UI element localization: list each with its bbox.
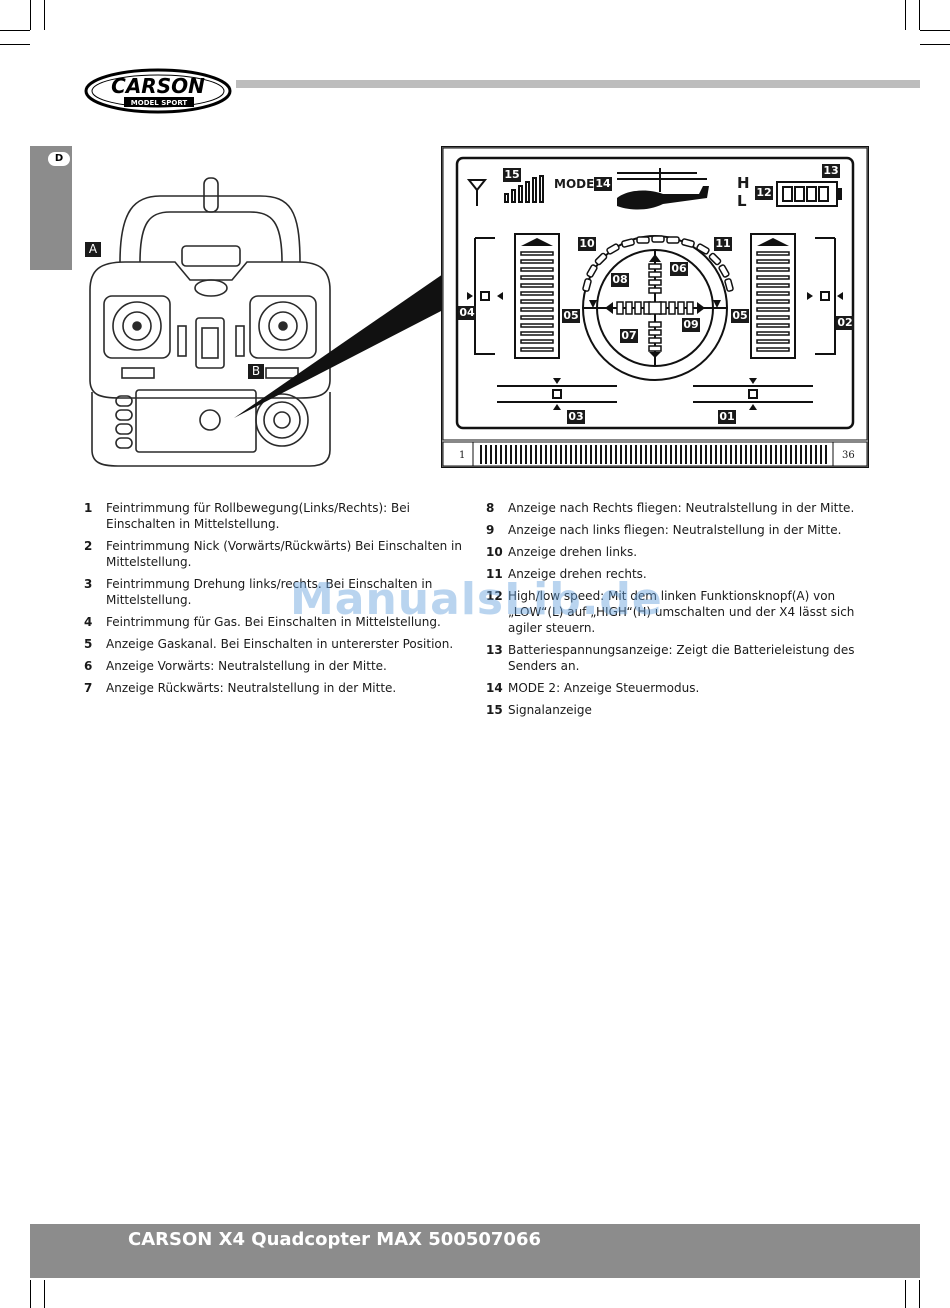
transmitter-illustration (89, 177, 443, 467)
list-item: 6 Anzeige Vorwärts: Neutralstellung in de… (84, 658, 472, 674)
list-item: 9 Anzeige nach links fliegen: Neutralstel… (486, 522, 876, 538)
list-item: 8 Anzeige nach Rechts fliegen: Neutralste… (486, 500, 876, 516)
item-text: Anzeige Gaskanal. Bei Einschalten in unt… (106, 637, 454, 651)
item-number: 14 (486, 681, 503, 695)
item-number: 6 (84, 659, 93, 673)
lcd-high-label: H (737, 174, 750, 192)
logo-brand-text: CARSON (111, 74, 205, 98)
item-number: 5 (84, 637, 93, 651)
item-text: High/low speed: Mit dem linken Funktions… (508, 589, 855, 635)
footer-bar: CARSON X4 Quadcopter MAX 500507066 (30, 1224, 920, 1278)
item-text: Anzeige drehen rechts. (508, 567, 647, 581)
scale-label-start: 1 (459, 450, 466, 461)
item-text: Feintrimmung Nick (Vorwärts/Rückwärts) B… (106, 539, 462, 569)
header-rule (236, 80, 920, 88)
list-item: 2 Feintrimmung Nick (Vorwärts/Rückwärts) … (84, 538, 472, 570)
item-text: Anzeige nach Rechts fliegen: Neutralstel… (508, 501, 855, 515)
lcd-tag-07: 07 (620, 329, 638, 343)
item-text: Anzeige drehen links. (508, 545, 638, 559)
item-text: Anzeige nach links fliegen: Neutralstell… (508, 523, 842, 537)
label-b: B (248, 364, 264, 379)
list-item: 15 Signalanzeige (486, 702, 876, 718)
lcd-tag-03: 03 (567, 410, 585, 424)
list-item: 12 High/low speed: Mit dem linken Funktio… (486, 588, 876, 636)
lcd-tag-05-right: 05 (731, 309, 749, 323)
legend-list-left: 1 Feintrimmung für Rollbewegung(Links/Rec… (84, 500, 472, 702)
item-number: 8 (486, 501, 495, 515)
lcd-mode-text: MODE1 (554, 177, 603, 191)
list-item: 13 Batteriespannungsanzeige: Zeigt die Ba… (486, 642, 876, 674)
crop-mark (905, 0, 906, 30)
lcd-tag-11: 11 (714, 237, 732, 251)
lcd-drawing (440, 145, 870, 469)
item-text: Anzeige Vorwärts: Neutralstellung in der… (106, 659, 387, 673)
crop-mark (920, 44, 950, 45)
item-number: 11 (486, 567, 503, 581)
list-item: 3 Feintrimmung Drehung links/rechts. Bei … (84, 576, 472, 608)
item-text: Feintrimmung Drehung links/rechts. Bei E… (106, 577, 433, 607)
item-number: 1 (84, 501, 93, 515)
lcd-tag-05-left: 05 (562, 309, 580, 323)
item-text: Feintrimmung für Rollbewegung(Links/Rech… (106, 501, 410, 531)
list-item: 10 Anzeige drehen links. (486, 544, 876, 560)
crop-mark (0, 44, 30, 45)
language-side-tab: D (30, 146, 72, 270)
lcd-tag-15: 15 (503, 168, 521, 182)
item-number: 7 (84, 681, 93, 695)
lcd-tag-08: 08 (611, 273, 629, 287)
crop-mark (30, 1280, 31, 1308)
lcd-tag-02: 02 (836, 316, 854, 330)
list-item: 5 Anzeige Gaskanal. Bei Einschalten in un… (84, 636, 472, 652)
list-item: 4 Feintrimmung für Gas. Bei Einschalten i… (84, 614, 472, 630)
list-item: 11 Anzeige drehen rechts. (486, 566, 876, 582)
item-number: 13 (486, 643, 503, 657)
carson-logo: CARSON MODEL SPORT (84, 68, 232, 114)
lcd-tag-10: 10 (578, 237, 596, 251)
item-number: 2 (84, 539, 93, 553)
list-item: 7 Anzeige Rückwärts: Neutralstellung in d… (84, 680, 472, 696)
item-text: Feintrimmung für Gas. Bei Einschalten in… (106, 615, 441, 629)
list-item: 1 Feintrimmung für Rollbewegung(Links/Rec… (84, 500, 472, 532)
lcd-tag-14: 14 (594, 177, 612, 191)
lcd-display-diagram: MODE1 H L 15 14 13 12 10 11 08 06 04 05 … (440, 145, 870, 469)
lcd-tag-09: 09 (682, 318, 700, 332)
label-a: A (85, 242, 101, 257)
lcd-tag-12: 12 (755, 186, 773, 200)
logo-subname-text: MODEL SPORT (131, 99, 188, 107)
item-number: 9 (486, 523, 495, 537)
list-item: 14 MODE 2: Anzeige Steuermodus. (486, 680, 876, 696)
item-text: MODE 2: Anzeige Steuermodus. (508, 681, 700, 695)
lcd-tag-06: 06 (670, 262, 688, 276)
scale-label-end: 36 (842, 450, 855, 461)
footer-title: CARSON X4 Quadcopter MAX 500507066 (128, 1229, 541, 1250)
legend-list-right: 8 Anzeige nach Rechts fliegen: Neutralste… (486, 500, 876, 724)
lcd-tag-13: 13 (822, 164, 840, 178)
crop-mark (905, 1280, 906, 1308)
item-number: 10 (486, 545, 503, 559)
language-badge: D (48, 152, 70, 166)
lcd-tag-01: 01 (718, 410, 736, 424)
item-text: Batteriespannungsanzeige: Zeigt die Batt… (508, 643, 855, 673)
item-number: 12 (486, 589, 503, 603)
item-text: Signalanzeige (508, 703, 592, 717)
watermark: ManualsLib.de (290, 574, 663, 625)
crop-mark (44, 1280, 45, 1308)
item-number: 3 (84, 577, 93, 591)
item-number: 15 (486, 703, 503, 717)
crop-mark (920, 30, 950, 31)
crop-mark (30, 0, 31, 30)
crop-mark (919, 1280, 920, 1308)
lcd-tag-04: 04 (458, 306, 476, 320)
crop-mark (44, 0, 45, 30)
lcd-low-label: L (737, 192, 747, 210)
item-number: 4 (84, 615, 93, 629)
item-text: Anzeige Rückwärts: Neutralstellung in de… (106, 681, 397, 695)
crop-mark (919, 0, 920, 30)
crop-mark (0, 30, 30, 31)
